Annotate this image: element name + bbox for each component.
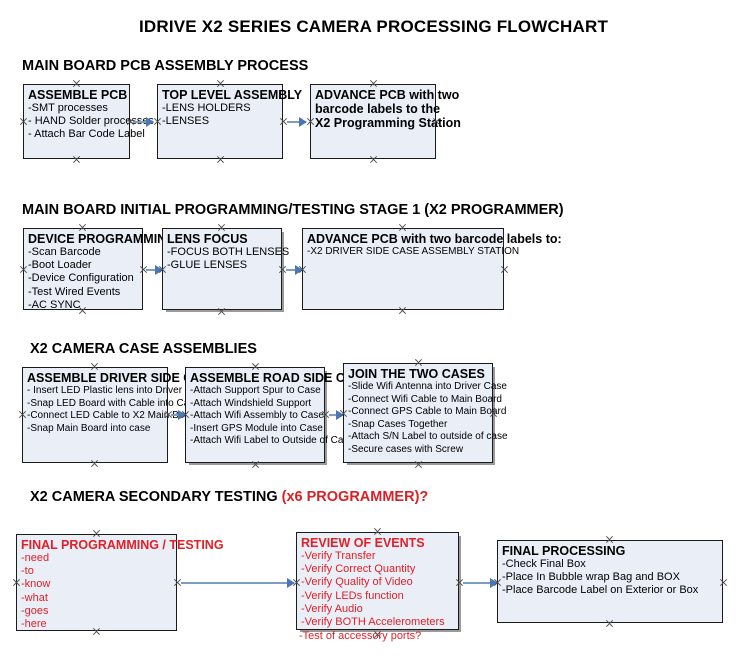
box-line: -Attach Wifi Label to Outside of Case [190, 435, 354, 447]
box-line: -Slide Wifi Antenna into Driver Case [348, 381, 507, 392]
arrow-head-icon [146, 117, 154, 127]
box-review-of-events[interactable]: REVIEW OF EVENTS -Verify Transfer -Verif… [296, 532, 459, 630]
section-title-text: X2 CAMERA SECONDARY TESTING [30, 489, 282, 505]
box-line: - Attach Bar Code Label [28, 128, 145, 141]
section-title-main-board-initial-programming: MAIN BOARD INITIAL PROGRAMMING/TESTING S… [22, 202, 564, 218]
box-top-level-assembly[interactable]: TOP LEVEL ASSEMBLY -LENS HOLDERS -LENSES [157, 84, 303, 159]
arrow-head-icon [295, 265, 303, 275]
arrow-head-icon [287, 578, 295, 588]
box-line: -Attach Windshield Support [190, 397, 312, 409]
box-final-programming-testing[interactable]: FINAL PROGRAMMING / TESTING -need -to -k… [16, 534, 224, 631]
box-line: -know [21, 578, 51, 591]
connector-road-case-to-join-cases [329, 410, 344, 420]
page-title: IDRIVE X2 SERIES CAMERA PROCESSING FLOWC… [138, 17, 609, 36]
section-title-accent: (x6 PROGRAMMER)? [281, 489, 429, 505]
box-header: ASSEMBLE DRIVER SIDE CASE [27, 371, 219, 385]
section-title-main-board-pcb-assembly: MAIN BOARD PCB ASSEMBLY PROCESS [22, 58, 308, 74]
box-line: -Device Configuration [28, 272, 134, 285]
box-header: ASSEMBLE ROAD SIDE CASE [190, 371, 371, 385]
box-line: -Verify BOTH Accelerometers [301, 616, 445, 629]
box-line: -Snap Main Board into case [27, 422, 151, 434]
box-line: -Verify Quality of Video [301, 576, 413, 589]
box-final-processing[interactable]: FINAL PROCESSING -Check Final Box -Place… [497, 540, 723, 623]
box-line: -Snap Cases Together [348, 418, 448, 430]
box-line: - Insert LED Plastic lens into Driver Ca… [27, 385, 209, 396]
box-header: ADVANCE PCB with two [315, 88, 460, 102]
connector-driver-case-to-road-case [171, 410, 186, 420]
box-line: -Boot Loader [28, 259, 92, 272]
connector-final-programming-to-review [181, 578, 295, 588]
section-title-x2-camera-case-assemblies: X2 CAMERA CASE ASSEMBLIES [30, 341, 257, 357]
box-header: LENS FOCUS [167, 232, 248, 246]
box-line: -Attach Support Spur to Case [190, 385, 321, 396]
box-header: JOIN THE TWO CASES [348, 367, 485, 381]
box-line: -Connect Wifi Cable to Main Board [348, 393, 502, 405]
box-line: -FOCUS BOTH LENSES [167, 246, 290, 258]
box-line: -Snap LED Board with Cable into Case [27, 397, 200, 409]
box-header: ASSEMBLE PCB [28, 88, 128, 102]
box-line: -Connect GPS Cable to Main Board [348, 406, 507, 418]
box-line: -X2 DRIVER SIDE CASE ASSEMBLY STATION [307, 246, 520, 257]
box-line: -Verify Audio [301, 602, 363, 615]
box-line: -LENS HOLDERS [162, 102, 251, 114]
box-advance-pcb-driver-side[interactable]: ADVANCE PCB with two barcode labels to: … [302, 228, 562, 310]
box-lens-focus[interactable]: LENS FOCUS -FOCUS BOTH LENSES -GLUE LENS… [162, 228, 290, 310]
box-line: -Scan Barcode [28, 246, 101, 258]
box-line: -to [21, 565, 34, 578]
box-header: FINAL PROGRAMMING / TESTING [21, 538, 224, 552]
box-header: FINAL PROCESSING [502, 544, 626, 558]
box-line: -Check Final Box [502, 558, 586, 570]
box-header: DEVICE PROGRAMMING [28, 232, 176, 246]
box-advance-pcb-programming-station[interactable]: ADVANCE PCB with two barcode labels to t… [310, 84, 461, 159]
box-overflow-line: -Test of accessory ports? [299, 630, 422, 642]
box-line: -SMT processes [28, 102, 108, 114]
box-line: - HAND Solder processes [28, 115, 154, 128]
connector-review-to-final-processing [463, 578, 498, 588]
section-title-x2-camera-secondary-testing: X2 CAMERA SECONDARY TESTING (x6 PROGRAMM… [30, 489, 428, 505]
box-header: REVIEW OF EVENTS [301, 536, 425, 550]
box-line: -goes [21, 604, 49, 617]
box-line: -LENSES [162, 115, 210, 128]
box-line: -what [21, 591, 48, 604]
box-line: -Place In Bubble wrap Bag and BOX [502, 571, 680, 584]
box-header: TOP LEVEL ASSEMBLY [162, 88, 303, 102]
box-line: -Verify LEDs function [301, 589, 404, 602]
connector-device-programming-to-lens-focus [146, 265, 163, 275]
box-line: -Verify Transfer [301, 550, 376, 562]
arrow-head-icon [336, 410, 344, 420]
box-header: ADVANCE PCB with two barcode labels to: [307, 232, 562, 246]
box-device-programming[interactable]: DEVICE PROGRAMMING -Scan Barcode -Boot L… [23, 228, 176, 311]
box-line: -Test Wired Events [28, 285, 121, 298]
section-title-text: X2 CAMERA CASE ASSEMBLIES [30, 341, 257, 357]
box-line: -Verify Correct Quantity [301, 563, 416, 576]
connector-top-level-to-advance-pcb [287, 117, 307, 127]
box-line: -GLUE LENSES [167, 259, 248, 272]
box-line: -Connect LED Cable to X2 Main Board [27, 410, 199, 422]
arrow-head-icon [155, 265, 163, 275]
box-header-line: barcode labels to the [315, 102, 441, 116]
box-line: -Attach Wifi Assembly to Case [190, 410, 324, 422]
box-join-the-two-cases[interactable]: JOIN THE TWO CASES -Slide Wifi Antenna i… [343, 363, 508, 463]
box-line: -here [21, 618, 47, 631]
connector-assemble-pcb-to-top-level [133, 117, 154, 127]
box-line: -need [21, 552, 50, 564]
box-line: -Place Barcode Label on Exterior or Box [502, 584, 699, 597]
box-line: -Attach S/N Label to outside of case [348, 431, 508, 443]
box-assemble-pcb[interactable]: ASSEMBLE PCB -SMT processes - HAND Solde… [23, 84, 154, 159]
box-assemble-road-side-case[interactable]: ASSEMBLE ROAD SIDE CASE -Attach Support … [185, 367, 371, 463]
arrow-head-icon [178, 410, 186, 420]
section-title-text: MAIN BOARD INITIAL PROGRAMMING/TESTING S… [22, 202, 564, 218]
arrow-head-icon [490, 578, 498, 588]
box-line: -Insert GPS Module into Case [190, 422, 323, 434]
arrow-head-icon [299, 117, 307, 127]
box-line: -Secure cases with Screw [348, 443, 464, 455]
box-header-line: X2 Programming Station [315, 116, 461, 130]
connector-lens-focus-to-advance-pcb [286, 265, 303, 275]
box-line: -AC SYNC [28, 298, 81, 311]
section-title-text: MAIN BOARD PCB ASSEMBLY PROCESS [22, 58, 309, 74]
box-assemble-driver-side-case[interactable]: ASSEMBLE DRIVER SIDE CASE - Insert LED P… [22, 367, 219, 463]
